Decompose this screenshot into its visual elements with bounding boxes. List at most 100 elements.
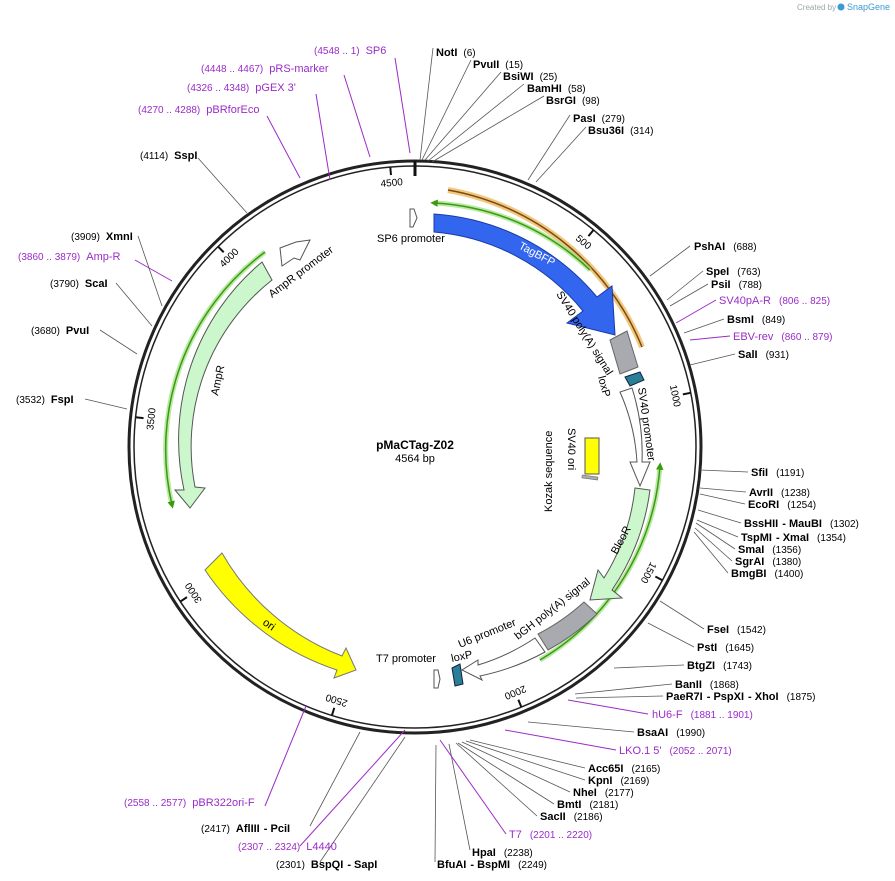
- tick-mark: [217, 245, 225, 253]
- primer-label: LKO.1 5'(2052 .. 2071): [619, 745, 732, 757]
- site-label: BsiWI(25): [503, 71, 557, 83]
- leader-line: [647, 622, 695, 648]
- leader-line: [649, 245, 691, 277]
- primer-label: (4326 .. 4348)pGEX 3': [187, 82, 296, 94]
- primer-leader-line: [315, 93, 331, 181]
- primer-label: (2558 .. 2577)pBR322ori-F: [124, 797, 255, 809]
- leader-line: [99, 329, 138, 355]
- left-enzyme-sites: (4114)SspI (3909)XmnI (3790)ScaI (3680)P…: [16, 150, 377, 871]
- leader-line: [697, 509, 742, 524]
- backbone: [127, 159, 703, 735]
- loxp-top-arrow: [624, 371, 645, 387]
- site-label: BssHII- MauBI(1302): [744, 518, 859, 530]
- leader-line: [197, 157, 248, 214]
- orf-orange-line: [447, 189, 643, 348]
- primer-label: (2307 .. 2324)L4440: [238, 841, 337, 853]
- site-label: SpeI(763): [706, 266, 761, 278]
- tick-label: 2500: [324, 691, 349, 708]
- leader-line: [421, 59, 472, 161]
- primer-leader-line: [134, 259, 173, 282]
- site-label: FseI(1542): [707, 624, 766, 636]
- leader-lines: [84, 47, 749, 863]
- site-label: BmtI(2181): [557, 799, 618, 811]
- primer-label: (3860 .. 3879)Amp-R: [18, 251, 121, 263]
- sv40-promoter-arrow: [619, 387, 651, 488]
- leader-line: [527, 721, 635, 733]
- leader-line: [137, 235, 163, 307]
- tick-label: 3000: [183, 580, 205, 605]
- primer-leader-line: [299, 729, 406, 847]
- loxp-top-label: loxP: [595, 375, 612, 399]
- tick-mark: [654, 575, 663, 582]
- tick-mark: [389, 167, 392, 176]
- leader-line: [575, 695, 664, 699]
- site-label: AvrII(1238): [749, 487, 810, 499]
- right-enzyme-sites: NotI(6) PvuII(15) BsiWI(25) BamHI(58) Bs…: [436, 47, 859, 871]
- site-label: (3790)ScaI: [50, 278, 108, 290]
- primer-leader-line: [504, 729, 617, 751]
- site-label: HpaI(2238): [472, 847, 533, 859]
- sv40-polya-box: [609, 330, 639, 375]
- leader-line: [455, 742, 538, 817]
- site-label: (3680)PvuI: [31, 325, 89, 337]
- site-label: PstI(1645): [697, 642, 754, 654]
- leader-line: [309, 731, 361, 827]
- ampr-label: AmpR: [209, 364, 227, 396]
- ampr-arrow: [173, 261, 273, 509]
- primer-leader-line: [266, 115, 301, 179]
- leader-line: [693, 531, 729, 574]
- leader-line: [427, 83, 525, 162]
- leader-line: [434, 744, 437, 863]
- primer-label: (4548 .. 1)SP6: [314, 45, 386, 57]
- credit-prefix: Created by: [797, 3, 836, 12]
- leader-line: [696, 519, 739, 538]
- primer-label: T7(2201 .. 2220): [509, 829, 592, 841]
- site-label: (3532)FspI: [16, 394, 74, 406]
- bgh-polya-box: [537, 601, 598, 651]
- tick-mark: [330, 707, 336, 716]
- primer-label: hU6-F(1881 .. 1901): [652, 709, 753, 721]
- tick-label: 4500: [380, 177, 404, 190]
- features: SP6 promoter TagBFP SV40 poly(A) signal …: [163, 187, 664, 689]
- primer-leader-line: [439, 739, 507, 835]
- ampr-promoter-arrow: [279, 239, 311, 267]
- orf-green-right-line: [539, 462, 664, 661]
- kozak-box: [581, 474, 599, 481]
- primer-leader-line: [675, 299, 717, 324]
- site-label: BmgBI(1400): [731, 568, 803, 580]
- leader-line: [666, 270, 704, 301]
- tick-mark: [682, 391, 691, 396]
- leader-line: [469, 739, 586, 769]
- tick-label: 3500: [145, 407, 158, 431]
- u6-promoter-label: U6 promoter: [457, 617, 518, 651]
- leader-line: [457, 742, 555, 805]
- primer-labels: (4548 .. 1)SP6 (4448 .. 4467)pRS-marker …: [18, 45, 833, 853]
- sp6-promoter-arrow: [409, 208, 418, 228]
- leader-line: [115, 282, 153, 327]
- tick-label: 1500: [638, 560, 658, 585]
- site-label: TspMI- XmaI(1354): [741, 532, 846, 544]
- site-label: (3909)XmnI: [71, 231, 133, 243]
- credit-brand: SnapGene: [847, 2, 890, 12]
- primer-leader-line: [264, 705, 307, 807]
- primer-leader-lines: [134, 57, 731, 847]
- site-label: SfiI(1191): [751, 467, 804, 479]
- site-label: BfuAI- BspMI(2249): [437, 859, 547, 871]
- site-label: EcoRI(1254): [748, 499, 816, 511]
- site-label: KpnI(2169): [588, 775, 649, 787]
- orf-green-top-line: [430, 199, 591, 271]
- ori-arrow: [204, 552, 357, 679]
- primer-leader-line: [689, 335, 731, 341]
- site-label: NotI(6): [436, 47, 476, 59]
- bleor-arrow: [589, 487, 651, 601]
- leader-line: [419, 47, 434, 161]
- tick-mark: [517, 699, 523, 708]
- t7-promoter-label: T7 promoter: [376, 653, 436, 665]
- leader-line: [84, 398, 128, 410]
- plasmid-length: 4564 bp: [395, 453, 435, 465]
- site-label: PvuII(15): [473, 59, 523, 71]
- leader-line: [683, 318, 725, 334]
- site-label: BanII(1868): [675, 679, 739, 691]
- site-label: SalI(931): [738, 349, 789, 361]
- leader-line: [431, 95, 545, 163]
